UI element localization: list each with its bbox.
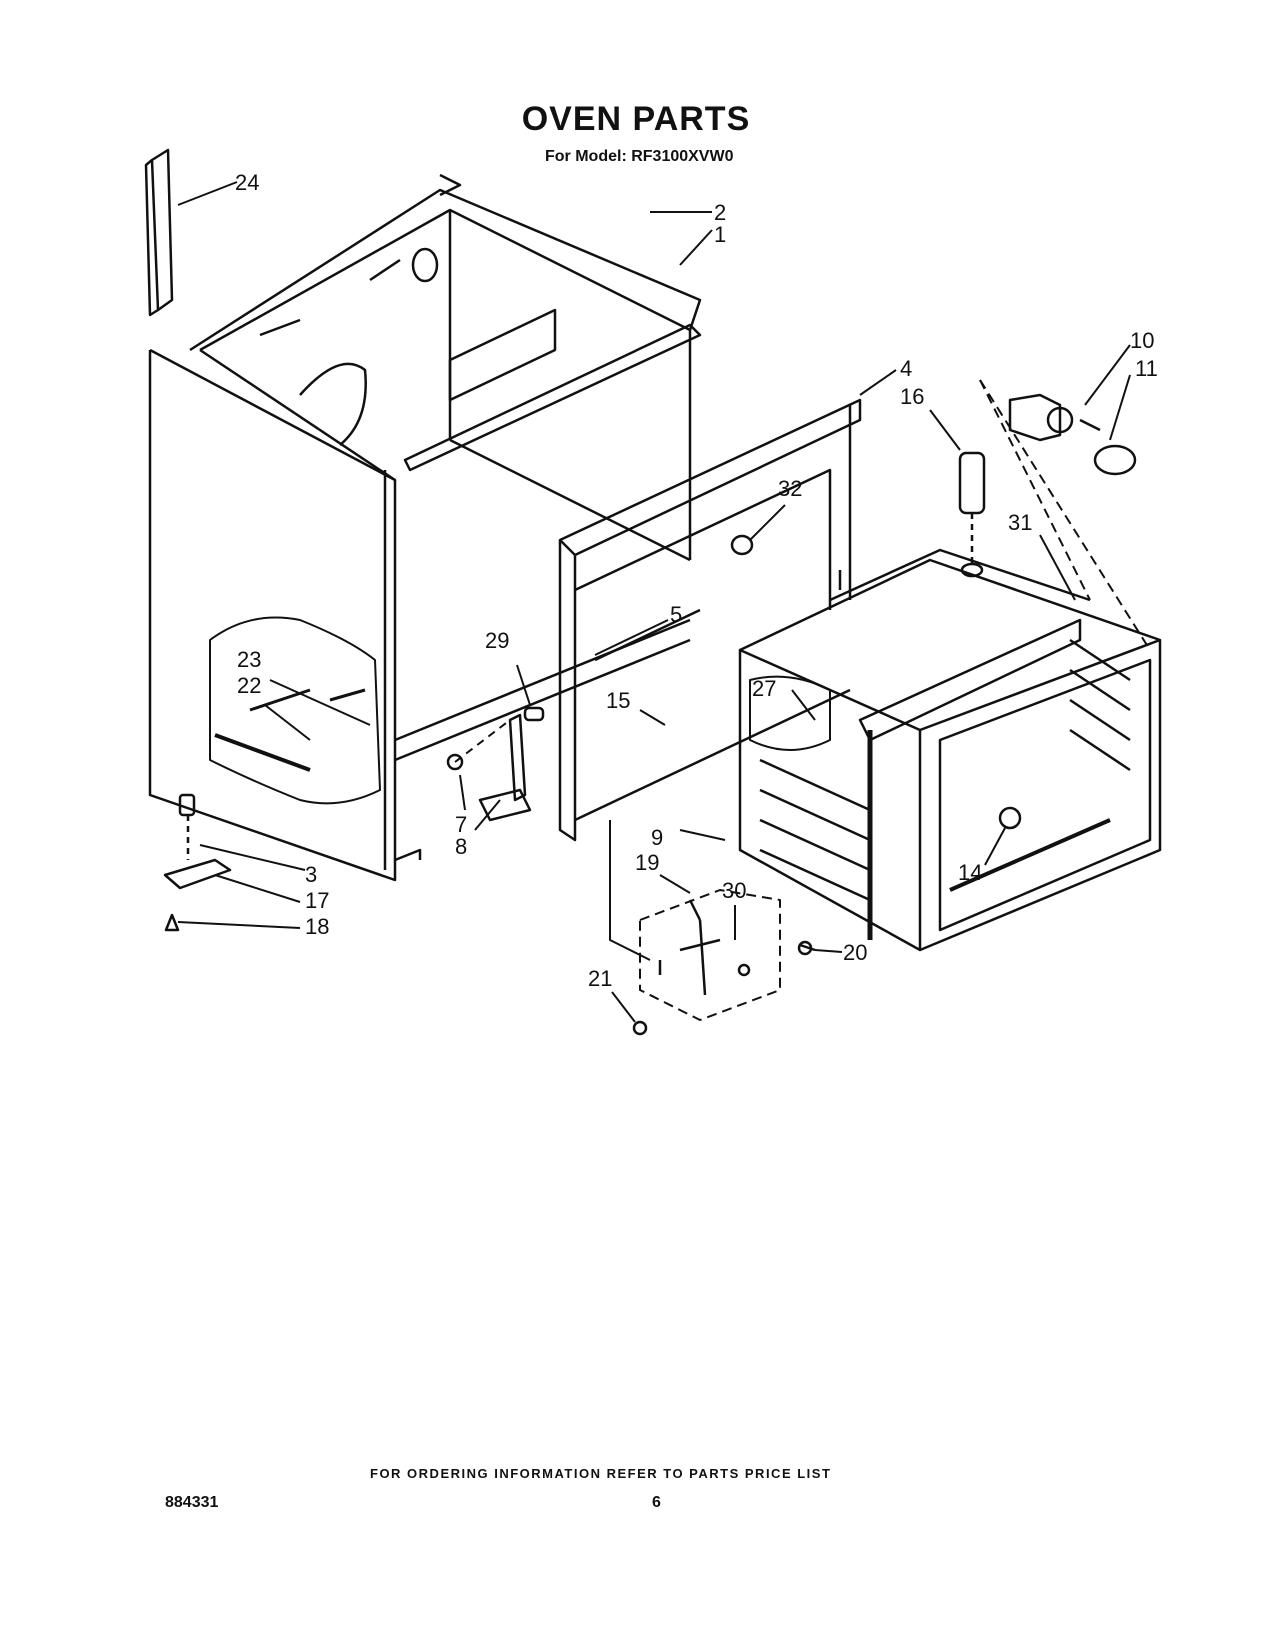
- callout-15: 15: [606, 688, 630, 713]
- callout-19: 19: [635, 850, 659, 875]
- cutaway-left: [209, 616, 381, 805]
- part-32-plug: [730, 534, 754, 556]
- part-16-vent: [958, 451, 986, 578]
- oven-liner: [738, 548, 1162, 952]
- callout-2: 2: [714, 200, 726, 225]
- page-number: 6: [652, 1494, 661, 1511]
- callout-17: 17: [305, 888, 329, 913]
- callout-22: 22: [237, 673, 261, 698]
- part-10-11-light: [979, 379, 1151, 651]
- callout-4: 4: [900, 356, 912, 381]
- callout-30: 30: [722, 878, 746, 903]
- callout-32: 32: [778, 476, 802, 501]
- part-19-latch-assembly: [609, 820, 816, 1036]
- callout-labels: 24 2 1 10 11 4 16 32 31 5 29 23 22 15 27…: [235, 170, 1158, 991]
- ordering-note: FOR ORDERING INFORMATION REFER TO PARTS …: [370, 1466, 832, 1481]
- callout-14: 14: [958, 860, 982, 885]
- callout-29: 29: [485, 628, 509, 653]
- part-29-pin: [523, 706, 545, 722]
- callout-24: 24: [235, 170, 259, 195]
- model-subtitle: For Model: RF3100XVW0: [545, 148, 734, 165]
- part-24-bracket: [144, 148, 174, 317]
- part-3-17-18-foot: [163, 793, 232, 932]
- callout-31: 31: [1008, 510, 1032, 535]
- callout-9: 9: [651, 825, 663, 850]
- front-frame: [558, 398, 862, 842]
- callout-27: 27: [752, 676, 776, 701]
- callout-7: 7: [455, 812, 467, 837]
- callout-11: 11: [1135, 356, 1158, 381]
- callout-21: 21: [588, 966, 612, 991]
- leader-lines: [177, 181, 1131, 1023]
- callout-18: 18: [305, 914, 329, 939]
- callout-8: 8: [455, 834, 467, 859]
- part-7-8-bracket: [446, 713, 532, 822]
- cabinet-body: [148, 173, 702, 882]
- document-number: 884331: [165, 1494, 219, 1511]
- callout-3: 3: [305, 862, 317, 887]
- callout-16: 16: [900, 384, 924, 409]
- oven-parts-diagram: 24 2 1 10 11 4 16 32 31 5 29 23 22 15 27…: [144, 148, 1162, 1036]
- callout-10: 10: [1130, 328, 1154, 353]
- callout-23: 23: [237, 647, 261, 672]
- callout-5: 5: [670, 602, 682, 627]
- callout-1: 1: [714, 222, 726, 247]
- page-title: OVEN PARTS: [521, 100, 751, 138]
- callout-20: 20: [843, 940, 867, 965]
